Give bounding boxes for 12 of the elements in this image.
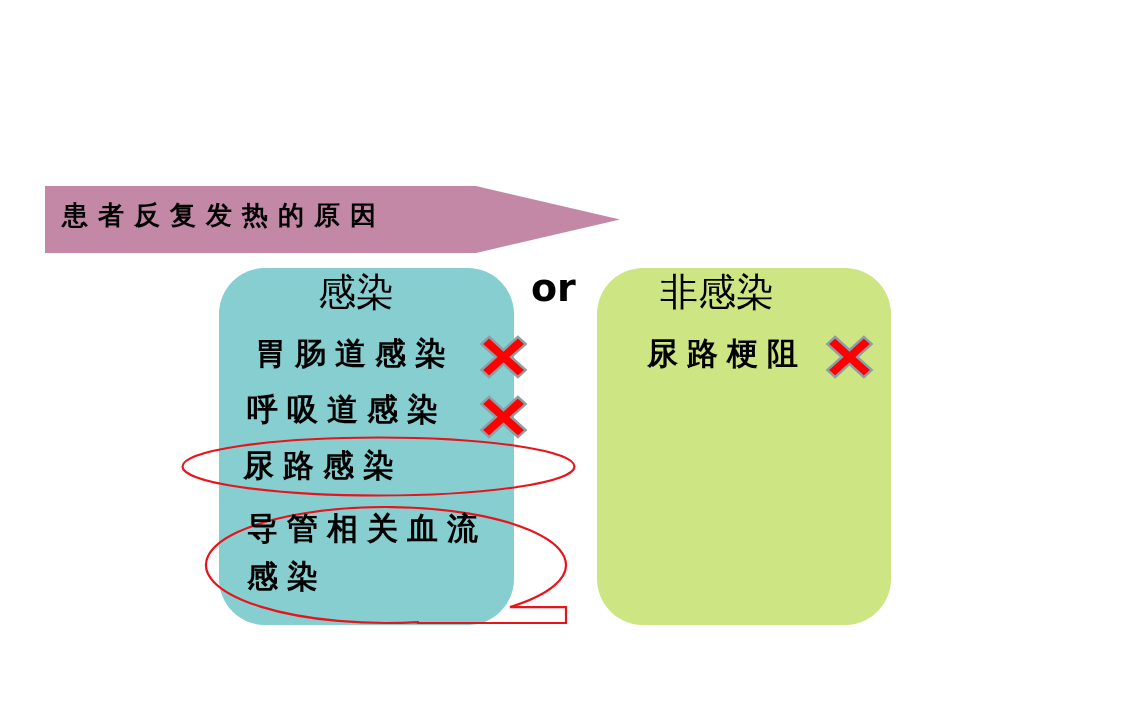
arrow-banner (45, 186, 620, 253)
list-item: 尿路感染 (243, 447, 403, 485)
panel-heading: 感染 (318, 270, 394, 316)
list-item: 尿路梗阻 (647, 335, 807, 373)
conjunction-label: or (531, 266, 576, 312)
panel-heading: 非感染 (660, 270, 774, 316)
list-item: 呼吸道感染 (247, 391, 447, 429)
category-panel (597, 268, 891, 625)
highlight-ellipse (181, 436, 576, 497)
banner-text: 患者反复发热的原因 (62, 200, 386, 232)
oval-callout (203, 504, 569, 626)
list-item: 胃肠道感染 (255, 335, 455, 373)
